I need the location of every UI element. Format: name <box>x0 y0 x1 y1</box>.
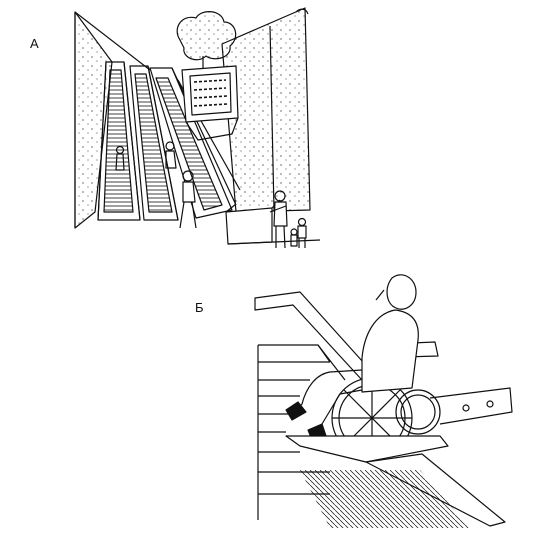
stairlift-scene <box>254 274 513 528</box>
sign-board <box>181 65 239 141</box>
escalator-left <box>97 61 141 221</box>
child-figure <box>297 217 307 248</box>
floor-shading <box>300 470 470 528</box>
lift-rail <box>429 387 513 425</box>
building-wall <box>221 7 311 213</box>
person-riding-middle <box>165 141 177 169</box>
person-standing <box>269 190 288 249</box>
person-in-wheelchair <box>285 274 419 441</box>
figure-label-a: А <box>30 36 39 51</box>
escalator-middle <box>129 65 179 221</box>
person-riding-left <box>115 145 125 171</box>
escalator-right <box>149 67 241 219</box>
handrail <box>254 291 373 381</box>
figure-label-b: Б <box>195 300 204 315</box>
person-small <box>290 228 298 247</box>
escalator-scene <box>74 7 321 249</box>
tree <box>176 11 237 72</box>
person-walking <box>179 170 197 229</box>
